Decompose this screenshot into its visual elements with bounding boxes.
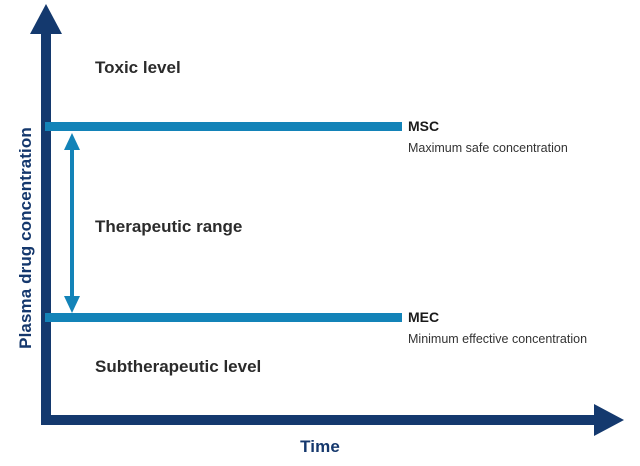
mec-annotation: MEC Minimum effective concentration	[408, 310, 587, 346]
msc-annotation: MSC Maximum safe concentration	[408, 119, 568, 155]
arrow-up-icon	[64, 133, 80, 150]
zone-label-toxic: Toxic level	[95, 58, 181, 77]
mec-full-name-label: Minimum effective concentration	[408, 332, 588, 346]
x-axis-title: Time	[300, 437, 340, 456]
x-axis-shaft	[41, 415, 606, 425]
zone-label-therapeutic: Therapeutic range	[95, 217, 243, 236]
mec-threshold-line	[45, 313, 402, 322]
mec-abbreviation-label: MEC	[408, 309, 440, 325]
y-axis-arrowhead-icon	[30, 4, 62, 34]
y-axis	[30, 4, 62, 425]
therapeutic-range-arrow-shaft	[70, 140, 74, 306]
therapeutic-range-arrow	[64, 133, 80, 313]
zone-label-subtherapeutic: Subtherapeutic level	[95, 357, 262, 376]
y-axis-shaft	[41, 26, 51, 425]
x-axis-arrowhead-icon	[594, 404, 624, 436]
msc-full-name-label: Maximum safe concentration	[408, 141, 568, 155]
x-axis	[41, 404, 624, 436]
y-axis-title: Plasma drug concentration	[16, 127, 35, 349]
arrow-down-icon	[64, 296, 80, 313]
msc-threshold-line	[45, 122, 402, 131]
msc-abbreviation-label: MSC	[408, 118, 440, 134]
